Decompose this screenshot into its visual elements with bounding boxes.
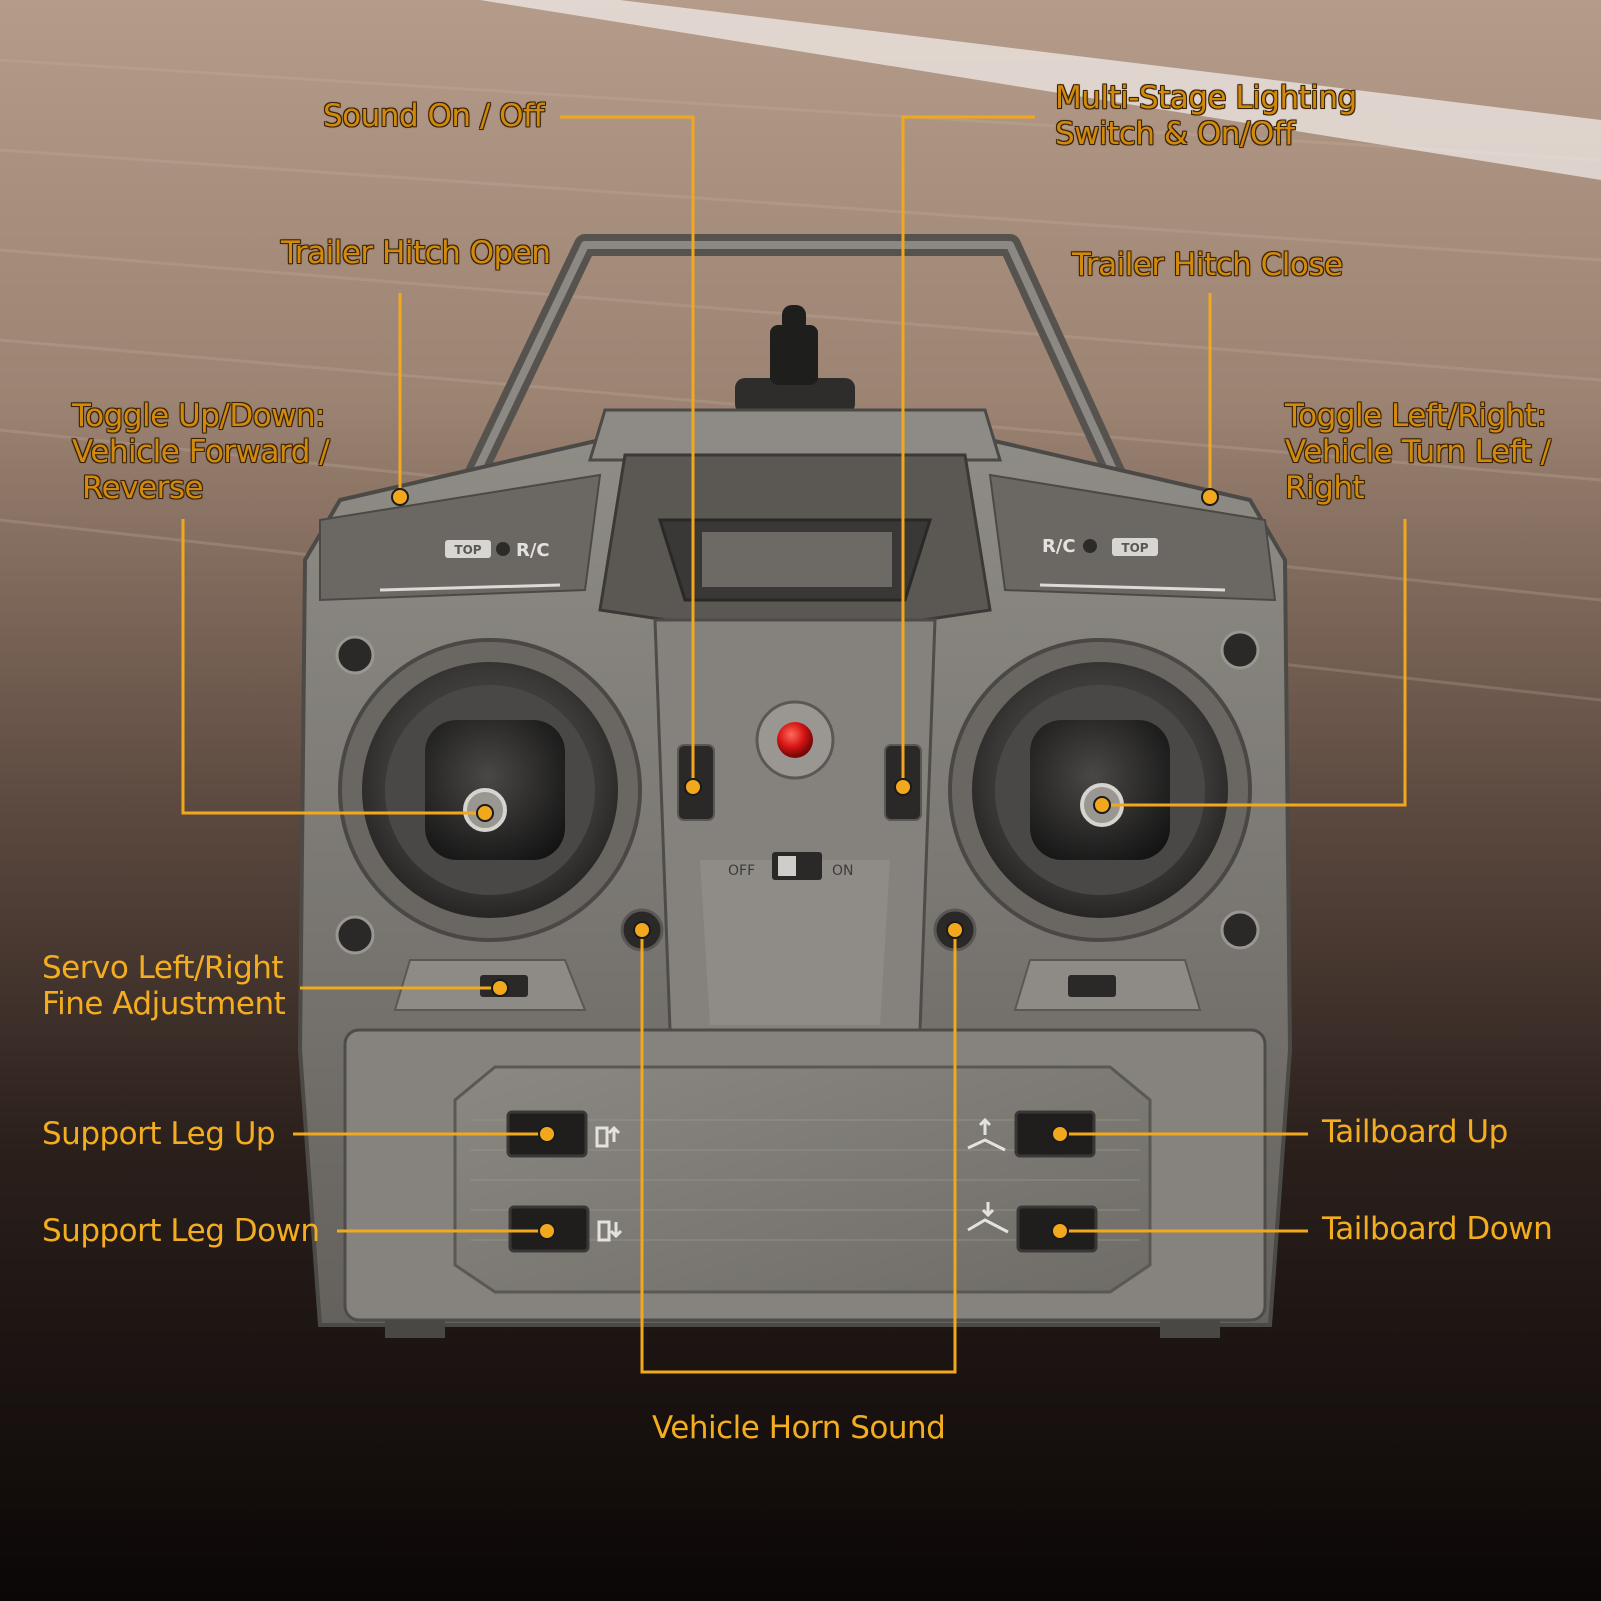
- label-leg-down: Support Leg Down: [42, 1213, 320, 1249]
- label-tail-up: Tailboard Up: [1322, 1114, 1508, 1150]
- tailboard-icons: [967, 1117, 1009, 1234]
- label-tail-down: Tailboard Down: [1322, 1211, 1553, 1247]
- label-hitch-open: Trailer Hitch Open: [281, 235, 551, 271]
- label-servo: Servo Left/Right Fine Adjustment: [42, 950, 286, 1022]
- label-lighting: Multi-Stage Lighting Switch & On/Off: [1055, 80, 1357, 152]
- label-toggle-leftright-line-1: Toggle Left/Right:: [1285, 398, 1547, 434]
- label-hitch-close: Trailer Hitch Close: [1072, 247, 1343, 283]
- label-toggle-updown-line-1: Toggle Up/Down:: [72, 398, 326, 434]
- left-badge: TOP R/C: [379, 540, 561, 592]
- label-toggle-leftright-line-3: Right: [1285, 470, 1365, 506]
- label-servo-line-2: Fine Adjustment: [42, 986, 286, 1022]
- leg-icons: [595, 1125, 623, 1242]
- left-badge-rc: R/C: [516, 540, 550, 561]
- label-leg-up: Support Leg Up: [42, 1116, 276, 1152]
- servo-trim-right[interactable]: [1013, 959, 1202, 1011]
- label-toggle-updown-line-3: Reverse: [82, 470, 204, 506]
- label-toggle-updown-line-2: Vehicle Forward /: [72, 434, 330, 470]
- antenna: [735, 305, 855, 414]
- label-lighting-line-1: Multi-Stage Lighting: [1055, 80, 1357, 116]
- right-badge-rc: R/C: [1042, 536, 1076, 557]
- label-horn: Vehicle Horn Sound: [652, 1410, 946, 1446]
- label-lighting-line-2: Switch & On/Off: [1055, 116, 1295, 152]
- label-sound: Sound On / Off: [323, 98, 544, 134]
- label-servo-line-1: Servo Left/Right: [42, 950, 284, 986]
- left-stick-gimbal[interactable]: [338, 638, 642, 942]
- display-window: [702, 532, 892, 587]
- power-switch[interactable]: OFF ON: [728, 852, 854, 880]
- label-toggle-leftright-line-2: Vehicle Turn Left /: [1285, 434, 1551, 470]
- screws: [335, 630, 1260, 955]
- carry-handle: [460, 234, 1130, 490]
- right-badge: R/C TOP: [1039, 536, 1226, 592]
- right-badge-top: TOP: [1121, 541, 1148, 555]
- callout-dots: [391, 488, 1219, 1240]
- left-badge-top: TOP: [454, 543, 481, 557]
- servo-trim-left[interactable]: [393, 959, 587, 1011]
- label-toggle-updown: Toggle Up/Down: Vehicle Forward / Revers…: [72, 398, 330, 506]
- label-toggle-leftright: Toggle Left/Right: Vehicle Turn Left / R…: [1285, 398, 1551, 506]
- light-streak: [480, 0, 1601, 180]
- power-switch-off-label: OFF: [728, 863, 755, 879]
- power-switch-on-label: ON: [832, 863, 854, 879]
- callout-lines: [181, 115, 1407, 1374]
- right-stick-gimbal[interactable]: [948, 638, 1252, 942]
- power-led: [755, 700, 835, 780]
